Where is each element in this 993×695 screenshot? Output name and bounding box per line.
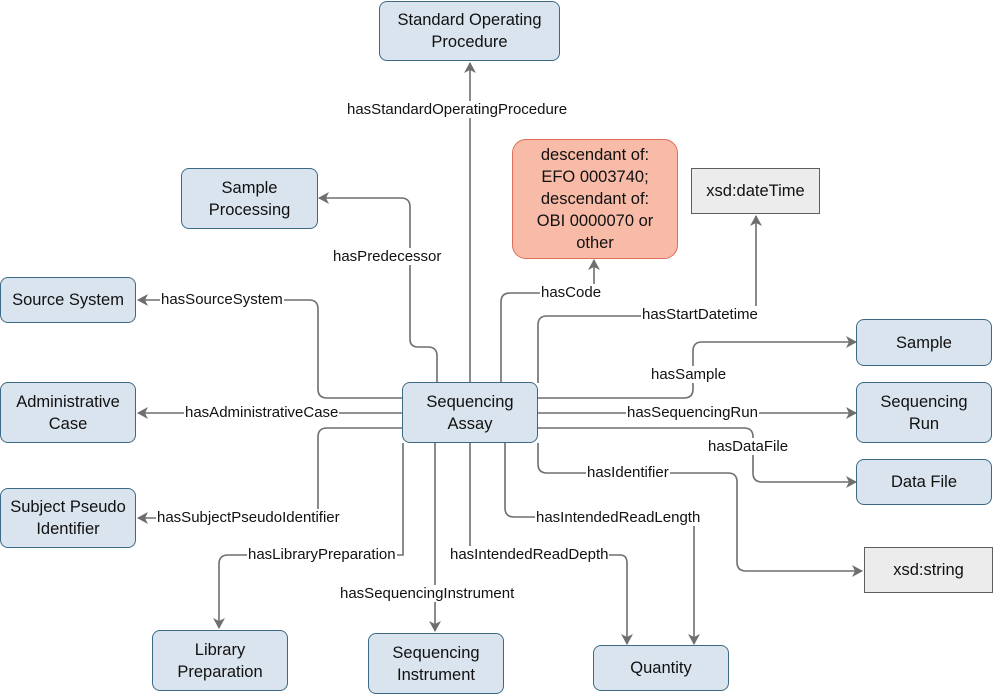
node-data-file[interactable]: Data File	[856, 459, 992, 505]
edge-label-hasSubjectPseudoIdentifier: hasSubjectPseudoIdentifier	[156, 509, 341, 526]
edge-label-hasIntendedReadLength: hasIntendedReadLength	[535, 509, 702, 526]
edge-hasStartDatetime	[537, 215, 762, 383]
edge-label-hasStartDatetime: hasStartDatetime	[641, 306, 759, 323]
edge-hasPredecessor	[318, 192, 438, 383]
node-administrative-case[interactable]: Administrative Case	[0, 382, 136, 443]
node-sample[interactable]: Sample	[856, 319, 992, 366]
node-subject-pseudo-identifier[interactable]: Subject Pseudo Identifier	[0, 488, 136, 548]
node-source-system[interactable]: Source System	[0, 277, 136, 323]
edge-label-hasSample: hasSample	[650, 366, 728, 383]
edge-label-hasDataFile: hasDataFile	[707, 438, 790, 455]
edge-label-hasLibraryPreparation: hasLibraryPreparation	[247, 546, 397, 563]
node-sequencing-run[interactable]: Sequencing Run	[856, 382, 992, 443]
edge-label-hasPredecessor: hasPredecessor	[332, 248, 443, 265]
node-label: Administrative Case	[16, 392, 120, 433]
node-label: Quantity	[630, 659, 692, 677]
node-sequencing-assay[interactable]: Sequencing Assay	[402, 382, 538, 443]
node-label: Standard Operating Procedure	[397, 11, 542, 51]
node-xsd-datetime[interactable]: xsd:dateTime	[691, 168, 820, 214]
node-label: Source System	[12, 291, 124, 309]
node-library-preparation[interactable]: Library Preparation	[152, 630, 288, 691]
edge-hasSubjectPseudoIdentifier	[137, 427, 403, 524]
node-standard-operating-procedure[interactable]: Standard Operating Procedure	[379, 1, 560, 61]
node-label: Sequencing Assay	[426, 392, 514, 433]
node-label: xsd:dateTime	[706, 182, 805, 200]
edge-label-hasStandardOperatingProcedure: hasStandardOperatingProcedure	[346, 101, 569, 118]
edge-hasIntendedReadLength	[504, 443, 700, 645]
edge-label-hasCode: hasCode	[540, 284, 603, 301]
node-sample-processing[interactable]: Sample Processing	[181, 168, 318, 229]
edge-label-hasSequencingInstrument: hasSequencingInstrument	[339, 585, 516, 602]
node-label: xsd:string	[893, 561, 964, 579]
node-label: Sample Processing	[208, 178, 291, 219]
edge-hasIdentifier	[537, 443, 863, 577]
node-label: Sample	[896, 333, 952, 352]
node-xsd-string[interactable]: xsd:string	[864, 547, 993, 593]
edge-hasLibraryPreparation	[213, 443, 404, 629]
node-label: descendant of: EFO 0003740; descendant o…	[536, 146, 654, 252]
edge-label-hasSourceSystem: hasSourceSystem	[160, 291, 284, 308]
node-label: Sequencing Run	[880, 392, 968, 433]
edge-hasDataFile	[538, 427, 857, 488]
edge-hasIntendedReadDepth	[469, 443, 633, 645]
edge-hasSourceSystem	[137, 294, 403, 399]
node-label: Library Preparation	[177, 640, 263, 681]
node-label: Sequencing Instrument	[392, 643, 480, 684]
edge-label-hasIdentifier: hasIdentifier	[586, 464, 670, 481]
node-label: Data File	[890, 473, 958, 491]
node-quantity[interactable]: Quantity	[593, 645, 729, 691]
edge-label-hasSequencingRun: hasSequencingRun	[626, 404, 759, 421]
node-sequencing-instrument[interactable]: Sequencing Instrument	[368, 633, 504, 694]
node-code-constraint[interactable]: descendant of: EFO 0003740; descendant o…	[512, 139, 678, 259]
edge-hasCode	[500, 259, 600, 383]
edge-label-hasAdministrativeCase: hasAdministrativeCase	[184, 404, 340, 421]
node-label: Subject Pseudo Identifier	[10, 498, 126, 538]
edge-label-hasIntendedReadDepth: hasIntendedReadDepth	[449, 546, 610, 563]
